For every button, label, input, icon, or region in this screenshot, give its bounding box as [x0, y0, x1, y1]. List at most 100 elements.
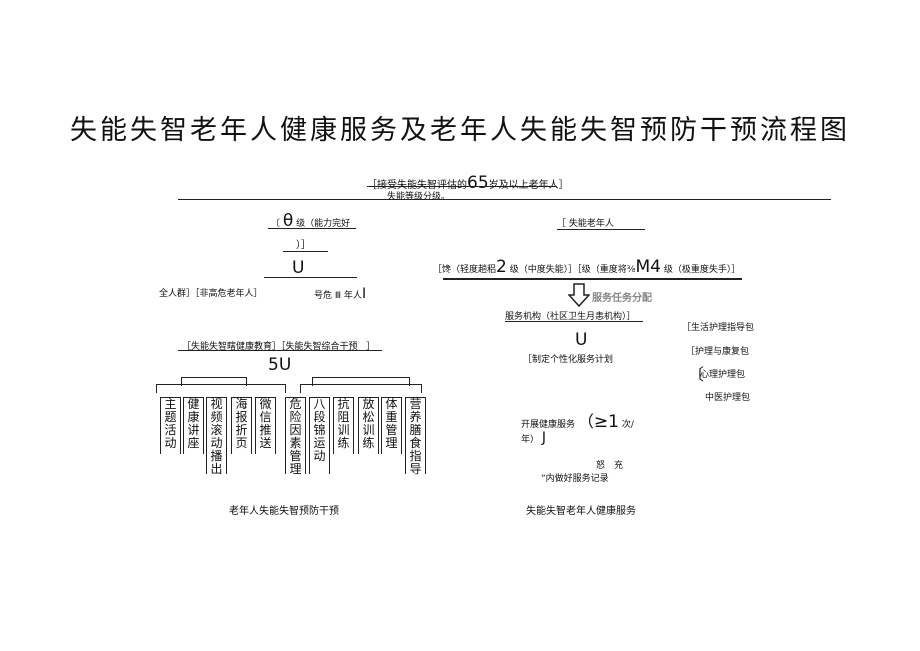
individual-plan: ［制定个性化服务计划 — [523, 355, 614, 365]
program-item-char: 重 — [385, 410, 398, 424]
program-item-char: 海 — [235, 397, 248, 411]
program-item: 健康讲座 — [183, 397, 204, 454]
program-item-char: 放 — [362, 397, 375, 411]
program-item: 八段锦运动 — [309, 397, 330, 474]
program-item-char: 危 — [289, 397, 302, 411]
program-item-char: 理 — [385, 436, 398, 450]
down-marker-left: U — [292, 258, 305, 278]
pack-tcm: 中医护理包 — [705, 393, 751, 403]
program-item-char: 报 — [235, 410, 248, 424]
health-service: 开展健康服务 （≥1 次/ — [521, 412, 634, 432]
program-item-char: 页 — [235, 436, 248, 450]
high-risk-group: 号危 Ⅲ 年人I — [314, 286, 367, 302]
program-item-char: 频 — [210, 410, 223, 424]
down-marker-right: U — [575, 330, 588, 350]
program-item-char: 险 — [289, 410, 302, 424]
program-item-char: 八 — [313, 397, 326, 411]
right-caption: 失能失智老年人健康服务 — [526, 506, 636, 517]
program-item: 营养膳食指导 — [405, 397, 426, 476]
program-item: 放松训练 — [358, 397, 379, 454]
service-record: “内做好服务记录 — [541, 474, 609, 484]
left-caption: 老年人失能失智预防干预 — [229, 506, 339, 517]
level0-underline2 — [283, 251, 328, 252]
program-item-char: 训 — [337, 423, 350, 437]
top-divider — [178, 199, 831, 200]
program-item-char: 理 — [289, 462, 302, 476]
program-item-char: 素 — [289, 436, 302, 450]
program-item-char: 阻 — [337, 410, 350, 424]
population-groups: 全人群］［非高危老年人］ — [159, 289, 263, 299]
program-item-char: 主 — [164, 397, 177, 411]
program-item-char: 段 — [313, 410, 326, 424]
disabled-underline — [557, 229, 645, 230]
disability-grades: ［馋（轻度趟稆2 级（中度失能）］［级（重度将⅜M4 级（极重度失手）］ — [433, 257, 741, 277]
program-item-char: 管 — [385, 423, 398, 437]
intervention-brace — [300, 384, 422, 393]
intervention-brace-top — [312, 377, 410, 386]
program-labels: ［失能失智瞎健康教育］［失能失智综合干预 ］ — [182, 342, 376, 352]
program-item-char: 推 — [259, 423, 272, 437]
program-item-char: 练 — [362, 436, 375, 450]
institution-underline — [505, 321, 643, 322]
supplement-note: 怒 充 — [596, 461, 624, 471]
education-brace — [156, 384, 286, 393]
program-item-char: 播 — [210, 449, 223, 463]
program-item-char: 松 — [362, 410, 375, 424]
program-item-char: 康 — [187, 410, 200, 424]
program-item-char: 食 — [409, 436, 422, 450]
education-brace-top — [181, 377, 247, 386]
program-item-char: 运 — [313, 436, 326, 450]
program-item: 抗阻训练 — [333, 397, 354, 454]
program-item-char: 指 — [409, 449, 422, 463]
program-item-char: 养 — [409, 410, 422, 424]
program-item-char: 动 — [210, 436, 223, 450]
pack-life-care: ［生活护理指导包 — [682, 323, 755, 333]
disabled-elderly-label: ［ 失能老年人 — [557, 219, 614, 229]
program-item-char: 健 — [187, 397, 200, 411]
program-item: 海报折页 — [231, 397, 252, 454]
program-item-char: 滚 — [210, 423, 223, 437]
service-frequency: 年） J — [521, 430, 547, 446]
program-item: 危险因素管理 — [285, 397, 306, 476]
program-item-char: 动 — [164, 436, 177, 450]
program-item: 体重管理 — [381, 397, 402, 454]
program-item-char: 训 — [362, 423, 375, 437]
program-item-char: 折 — [235, 423, 248, 437]
grading-label: 失能等级分级。 — [387, 192, 451, 202]
program-item-char: 出 — [210, 462, 223, 476]
eligibility-label: ［接受失能失智评估的65岁及以上老年人］ — [367, 173, 569, 193]
left-divider — [264, 277, 357, 278]
program-item-char: 营 — [409, 397, 422, 411]
eligibility-underline — [367, 186, 557, 187]
program-item-char: 信 — [259, 410, 272, 424]
down-marker-programs: 5U — [268, 355, 292, 375]
level0-underline — [268, 228, 356, 229]
level0-label: 〔 θ 级（能力完好 — [271, 211, 351, 231]
program-item-char: 讲 — [187, 423, 200, 437]
program-item-char: 视 — [210, 397, 223, 411]
down-arrow-icon — [568, 283, 590, 307]
program-item: 视频滚动播出 — [206, 397, 227, 476]
grades-divider — [443, 278, 742, 280]
program-item: 微信推送 — [255, 397, 276, 454]
pack-rehab: ［护理与康复包 — [686, 347, 750, 357]
program-item-char: 题 — [164, 410, 177, 424]
service-institution: 服务机构（社区卫生月恚机构）］ — [505, 312, 636, 322]
program-item-char: 动 — [313, 449, 326, 463]
task-assignment: 服务任务分配 — [592, 293, 652, 304]
pack-bracket: 〔 — [688, 365, 705, 384]
program-underline — [178, 350, 382, 351]
program-item-char: 体 — [385, 397, 398, 411]
program-item-char: 活 — [164, 423, 177, 437]
program-item-char: 因 — [289, 423, 302, 437]
program-item-char: 练 — [337, 436, 350, 450]
program-item-char: 微 — [259, 397, 272, 411]
program-item-char: 座 — [187, 436, 200, 450]
level0-close: ）］ — [296, 240, 311, 251]
program-item-char: 送 — [259, 436, 272, 450]
program-item-char: 抗 — [337, 397, 350, 411]
program-item-char: 膳 — [409, 423, 422, 437]
program-item-char: 导 — [409, 462, 422, 476]
page-title: 失能失智老年人健康服务及老年人失能失智预防干预流程图 — [70, 115, 850, 146]
program-item: 主题活动 — [160, 397, 181, 454]
